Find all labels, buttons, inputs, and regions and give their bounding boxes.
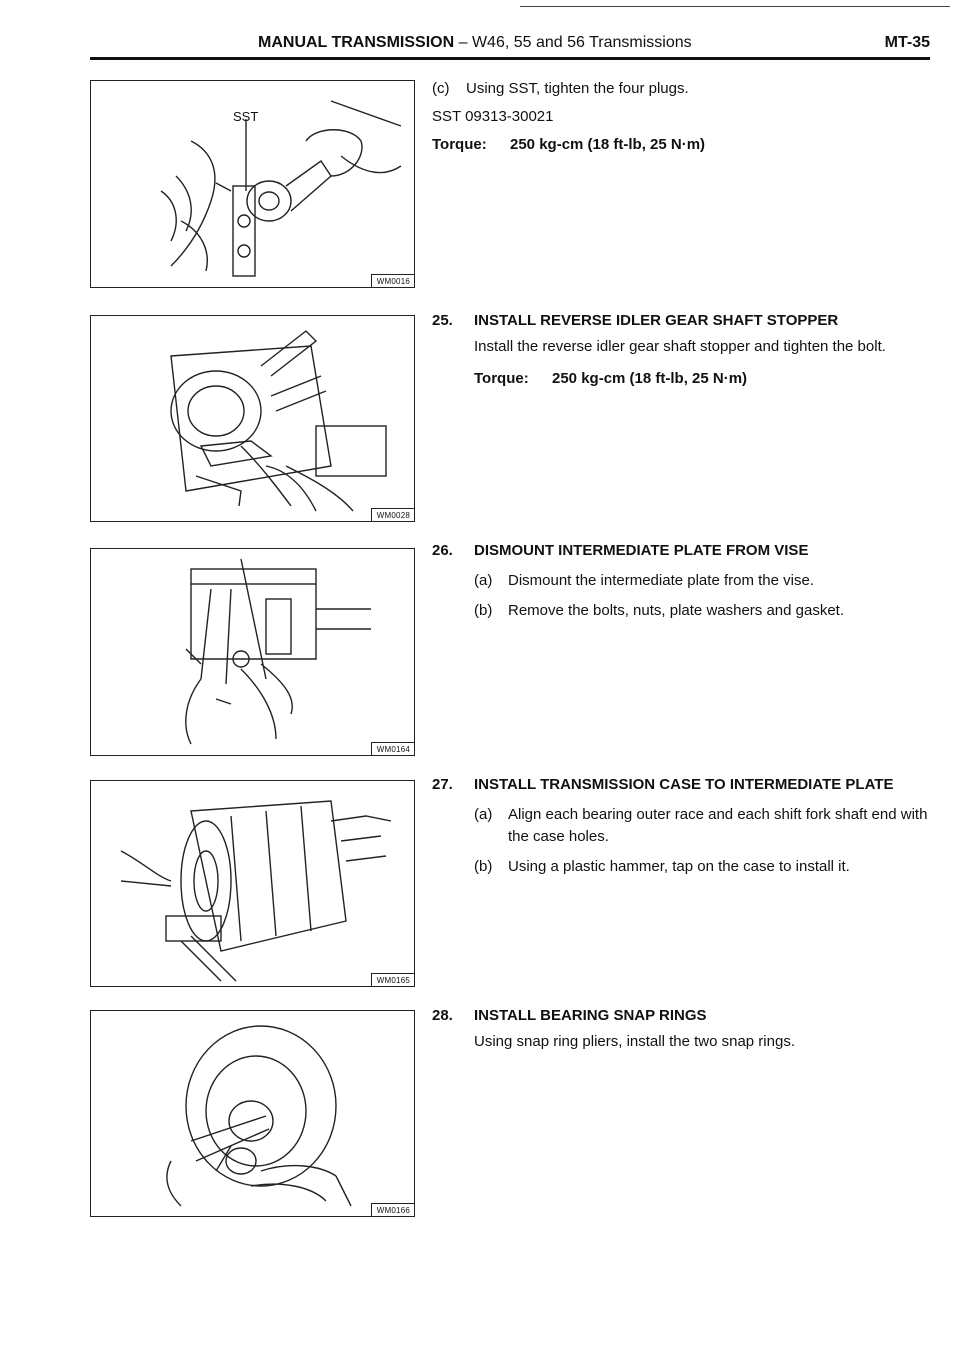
step-27-heading: 27. INSTALL TRANSMISSION CASE TO INTERMED… bbox=[432, 774, 932, 796]
figure-code: WM0028 bbox=[370, 508, 414, 521]
step-27-b: (b) Using a plastic hammer, tap on the ca… bbox=[432, 856, 932, 878]
page-number: MT-35 bbox=[884, 34, 930, 51]
header-rule bbox=[90, 57, 930, 60]
snap-rings-illustration bbox=[166, 1025, 352, 1207]
figure-code: WM0166 bbox=[370, 1203, 414, 1216]
step-25-torque: Torque: 250 kg-cm (18 ft-lb, 25 N·m) bbox=[432, 368, 932, 390]
step-25-heading: 25. INSTALL REVERSE IDLER GEAR SHAFT STOP… bbox=[432, 310, 932, 332]
step-27-block: 27. INSTALL TRANSMISSION CASE TO INTERMED… bbox=[432, 774, 932, 878]
step-25-text: Install the reverse idler gear shaft sto… bbox=[474, 338, 886, 355]
figure-transmission-case: WM0165 bbox=[90, 780, 415, 987]
top-edge-rule bbox=[520, 6, 950, 7]
figure-snap-rings: WM0166 bbox=[90, 1010, 415, 1217]
step-26-b: (b) Remove the bolts, nuts, plate washers… bbox=[432, 600, 932, 622]
step-c-label: (c) bbox=[432, 80, 450, 97]
figure-dismount-plate: WM0164 bbox=[90, 548, 415, 756]
torque-value: 250 kg-cm (18 ft-lb, 25 N·m) bbox=[552, 370, 748, 387]
title-rest: – W46, 55 and 56 Transmissions bbox=[454, 34, 692, 51]
step-28-block: 28. INSTALL BEARING SNAP RINGS Using snap… bbox=[432, 1005, 932, 1053]
step-c: (c) Using SST, tighten the four plugs. bbox=[432, 78, 932, 100]
step-title: INSTALL TRANSMISSION CASE TO INTERMEDIAT… bbox=[474, 776, 894, 793]
figure-code: WM0016 bbox=[370, 274, 414, 287]
page-title: MANUAL TRANSMISSION – W46, 55 and 56 Tra… bbox=[258, 34, 692, 52]
torque-label: Torque: bbox=[474, 370, 529, 387]
page-header: MANUAL TRANSMISSION – W46, 55 and 56 Tra… bbox=[90, 34, 930, 56]
sub-label: (b) bbox=[474, 602, 493, 619]
sub-text: Dismount the intermediate plate from the… bbox=[508, 572, 814, 589]
transmission-case-illustration bbox=[120, 800, 392, 982]
step-number: 27. bbox=[432, 776, 453, 793]
title-bold: MANUAL TRANSMISSION bbox=[258, 34, 455, 51]
step-number: 28. bbox=[432, 1007, 453, 1024]
sub-text: Using a plastic hammer, tap on the case … bbox=[508, 858, 850, 875]
step-c-torque: Torque: 250 kg-cm (18 ft-lb, 25 N·m) bbox=[432, 134, 932, 156]
figure-code: WM0165 bbox=[370, 973, 414, 986]
step-c-text: Using SST, tighten the four plugs. bbox=[466, 80, 689, 97]
figure-sst-plugs: SST WM0016 bbox=[90, 80, 415, 288]
figure-code: WM0164 bbox=[370, 742, 414, 755]
sub-label: (a) bbox=[474, 572, 493, 589]
step-title: DISMOUNT INTERMEDIATE PLATE FROM VISE bbox=[474, 542, 809, 559]
sst-number: SST 09313-30021 bbox=[432, 108, 554, 125]
step-27-a: (a) Align each bearing outer race and eac… bbox=[432, 804, 932, 848]
torque-label: Torque: bbox=[432, 136, 487, 153]
step-number: 26. bbox=[432, 542, 453, 559]
step-c-block: (c) Using SST, tighten the four plugs. S… bbox=[432, 78, 932, 156]
step-28-text: Using snap ring pliers, install the two … bbox=[474, 1033, 795, 1050]
sst-label: SST bbox=[233, 109, 259, 124]
sub-text: Remove the bolts, nuts, plate washers an… bbox=[508, 602, 845, 619]
step-26-a: (a) Dismount the intermediate plate from … bbox=[432, 570, 932, 592]
step-26-block: 26. DISMOUNT INTERMEDIATE PLATE FROM VISE… bbox=[432, 540, 932, 622]
sub-label: (b) bbox=[474, 858, 493, 875]
step-26-heading: 26. DISMOUNT INTERMEDIATE PLATE FROM VISE bbox=[432, 540, 932, 562]
step-title: INSTALL REVERSE IDLER GEAR SHAFT STOPPER bbox=[474, 312, 839, 329]
sub-label: (a) bbox=[474, 806, 493, 823]
torque-value: 250 kg-cm (18 ft-lb, 25 N·m) bbox=[510, 136, 706, 153]
sst-plugs-illustration bbox=[160, 100, 402, 277]
step-25-block: 25. INSTALL REVERSE IDLER GEAR SHAFT STOP… bbox=[432, 310, 932, 390]
step-28-heading: 28. INSTALL BEARING SNAP RINGS bbox=[432, 1005, 932, 1027]
step-number: 25. bbox=[432, 312, 453, 329]
dismount-plate-illustration bbox=[185, 558, 371, 745]
sub-text: Align each bearing outer race and each s… bbox=[508, 806, 928, 845]
figure-idler-stopper: WM0028 bbox=[90, 315, 415, 522]
idler-stopper-illustration bbox=[170, 330, 387, 512]
step-title: INSTALL BEARING SNAP RINGS bbox=[474, 1007, 707, 1024]
